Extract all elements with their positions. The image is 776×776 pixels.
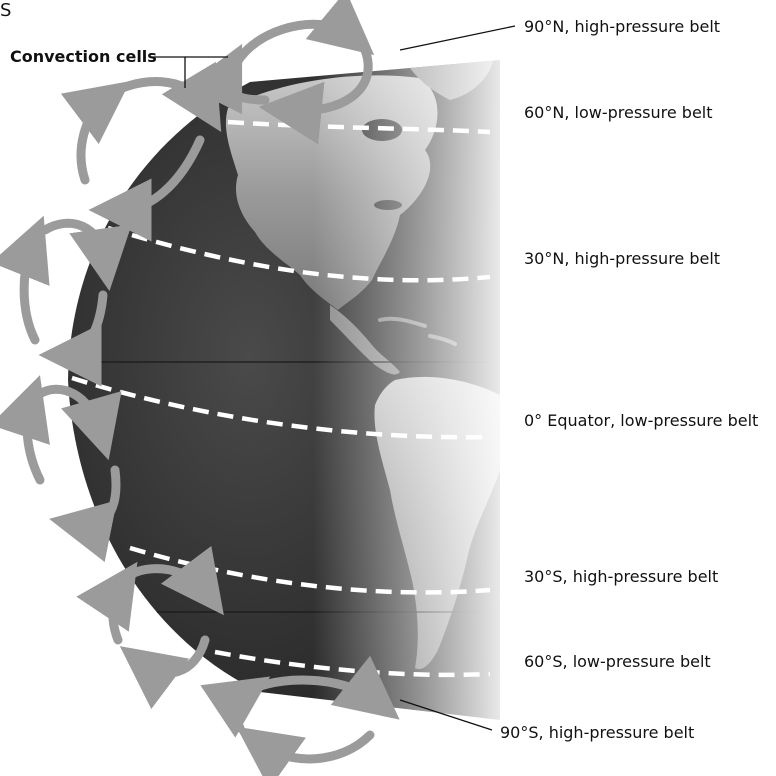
belt-label-60s: 60°S, low-pressure belt bbox=[524, 653, 711, 671]
convection-cells-label: Convection cells bbox=[10, 48, 157, 66]
corner-letter: S bbox=[0, 2, 11, 20]
belt-label-equator: 0° Equator, low-pressure belt bbox=[524, 412, 758, 430]
belt-label-30s: 30°S, high-pressure belt bbox=[524, 568, 718, 586]
belt-label-30n: 30°N, high-pressure belt bbox=[524, 250, 720, 268]
belt-label-90n: 90°N, high-pressure belt bbox=[524, 18, 720, 36]
globe bbox=[60, 40, 520, 740]
globe-fade bbox=[60, 40, 520, 740]
belt-label-60n: 60°N, low-pressure belt bbox=[524, 104, 713, 122]
belt-label-90s: 90°S, high-pressure belt bbox=[500, 724, 694, 742]
